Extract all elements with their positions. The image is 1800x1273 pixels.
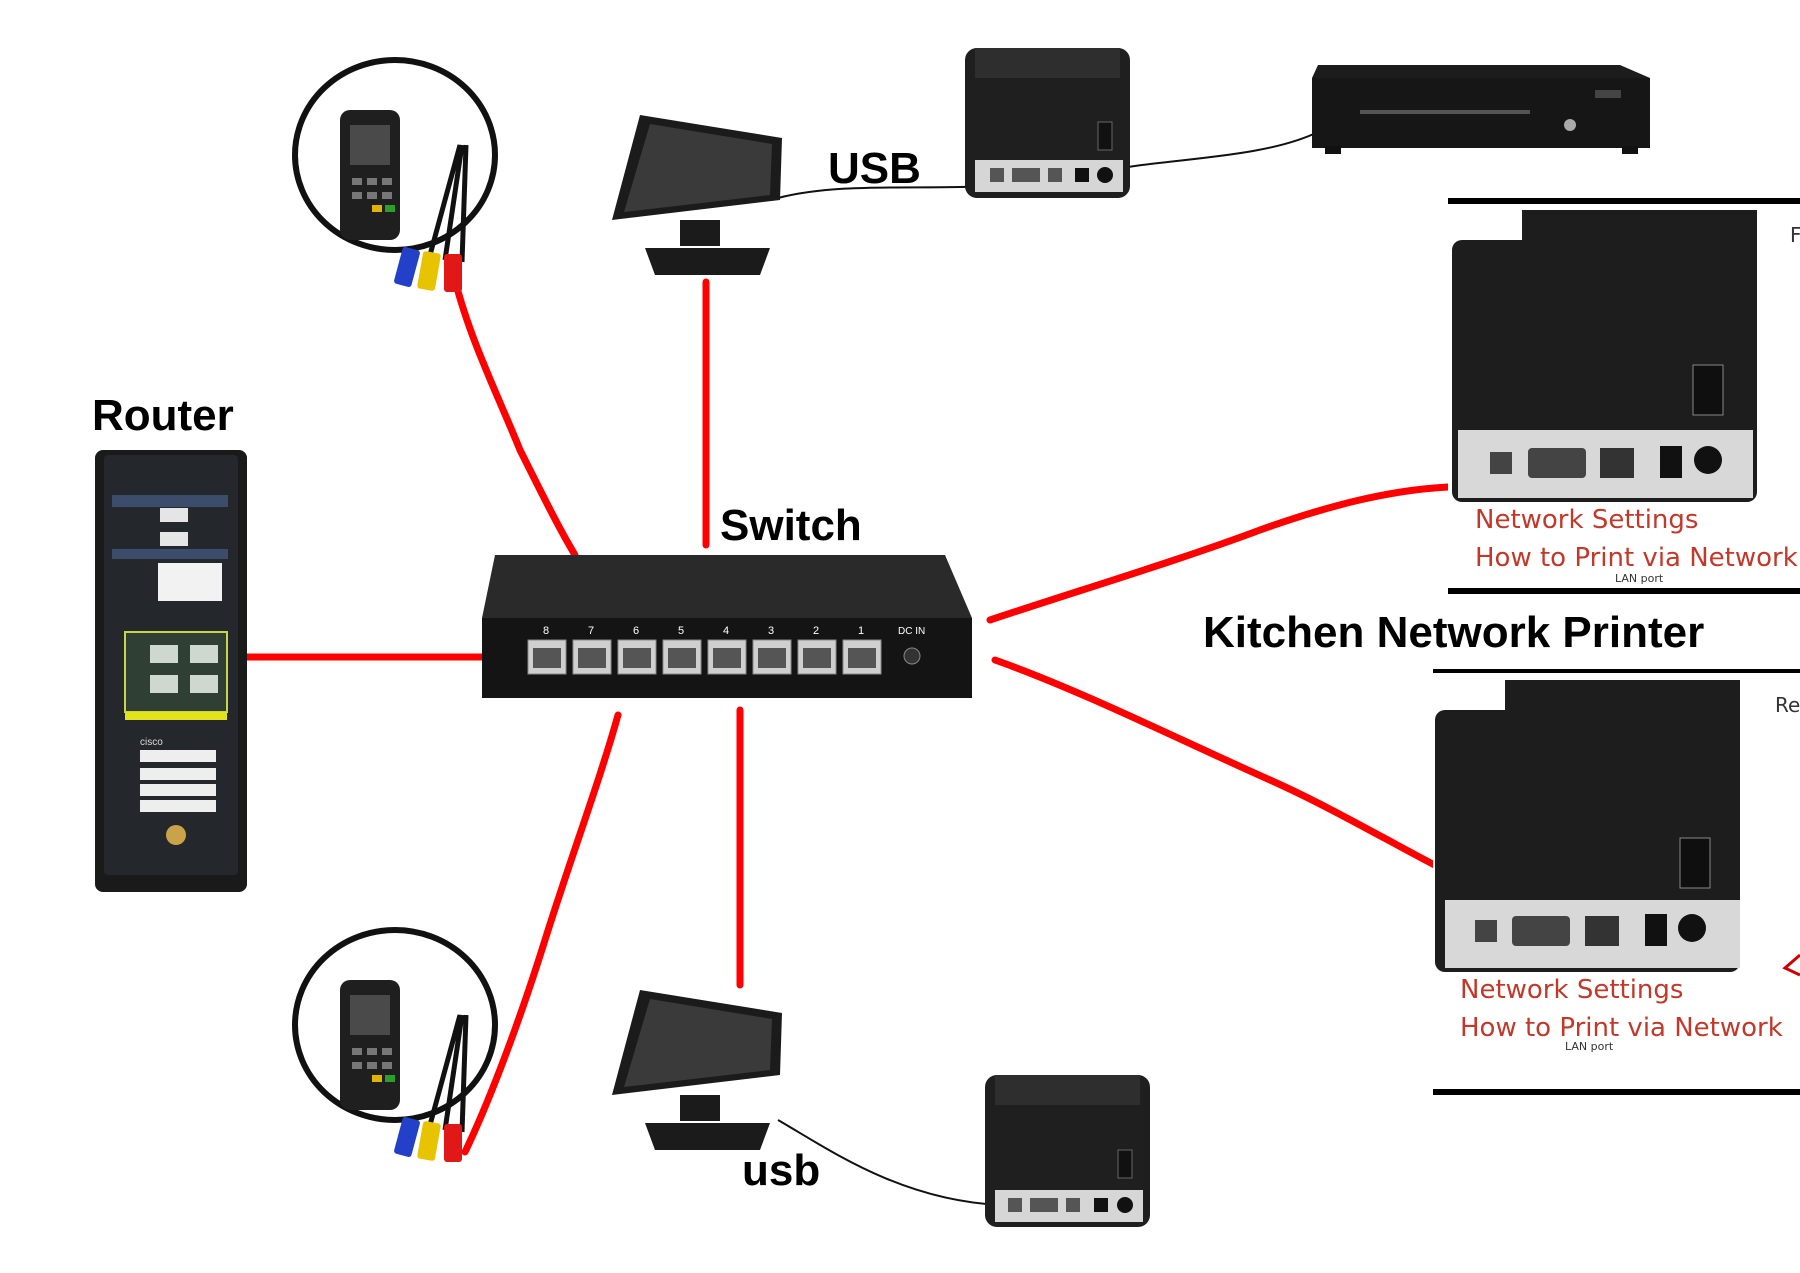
usb-bottom-label: usb <box>742 1146 820 1195</box>
card-terminal-top <box>292 57 498 292</box>
cable-kitchen-printer-top <box>986 483 1452 624</box>
kitchen-top-lan-port: LAN port <box>1615 572 1664 585</box>
switch-port-number: 7 <box>588 625 594 637</box>
switch-port-number: 2 <box>813 625 819 637</box>
switch-port-socket <box>623 648 651 668</box>
router-device: cisco <box>95 450 247 892</box>
router-brand: cisco <box>140 737 163 748</box>
switch-port-number: 1 <box>858 625 864 637</box>
arrow-tip <box>1782 953 1800 977</box>
kitchen-bottom-cut-letter: Re <box>1775 693 1800 717</box>
kitchen-bottom-network-settings: Network Settings <box>1460 975 1683 1005</box>
usb-cable-bottom <box>777 1119 1001 1206</box>
switch-port-number: 8 <box>543 625 549 637</box>
switch-port-socket <box>803 648 831 668</box>
cable-card-terminal-top <box>451 276 579 559</box>
switch-port-number: 4 <box>723 625 729 637</box>
kitchen-bottom-lan-port: LAN port <box>1565 1040 1614 1053</box>
switch-port-socket <box>848 648 876 668</box>
switch-port-socket <box>578 648 606 668</box>
switch-port-number: 3 <box>768 625 774 637</box>
kitchen-top-cut-letter: F <box>1790 223 1800 247</box>
switch-port-socket <box>758 648 786 668</box>
dc-in-jack <box>903 647 921 665</box>
router-label: Router <box>92 391 234 440</box>
kitchen-printer-panel-top: F Network Settings How to Print via Netw… <box>1448 198 1800 594</box>
network-switch: 8 7 6 5 4 3 2 1 DC IN <box>482 555 972 698</box>
switch-port-socket <box>713 648 741 668</box>
switch-label: Switch <box>720 501 862 550</box>
receipt-printer-bottom <box>985 1075 1150 1227</box>
pos-terminal-bottom <box>612 990 782 1150</box>
receipt-printer-top <box>965 48 1130 198</box>
usb-cable-top <box>777 185 991 199</box>
switch-ports: 8 7 6 5 4 3 2 1 <box>527 625 882 675</box>
cable-card-terminal-bottom <box>461 711 622 1156</box>
switch-port-socket <box>668 648 696 668</box>
kitchen-printer-panel-bottom: Re Network Settings How to Print via Net… <box>1433 669 1800 1095</box>
pos-terminal-top <box>612 115 782 275</box>
kitchen-bottom-how-to-print: How to Print via Network <box>1460 1013 1783 1043</box>
kitchen-top-how-to-print: How to Print via Network <box>1475 543 1798 573</box>
switch-port-socket <box>533 648 561 668</box>
switch-port-number: 6 <box>633 625 639 637</box>
kitchen-top-network-settings: Network Settings <box>1475 505 1698 535</box>
drawer-cable <box>1101 131 1319 173</box>
switch-port-number: 5 <box>678 625 684 637</box>
switch-dc-in-label: DC IN <box>898 626 925 637</box>
kitchen-printer-label: Kitchen Network Printer <box>1203 608 1704 657</box>
cash-drawer <box>1312 65 1650 154</box>
usb-top-label: USB <box>828 144 921 193</box>
card-terminal-bottom <box>292 927 498 1162</box>
